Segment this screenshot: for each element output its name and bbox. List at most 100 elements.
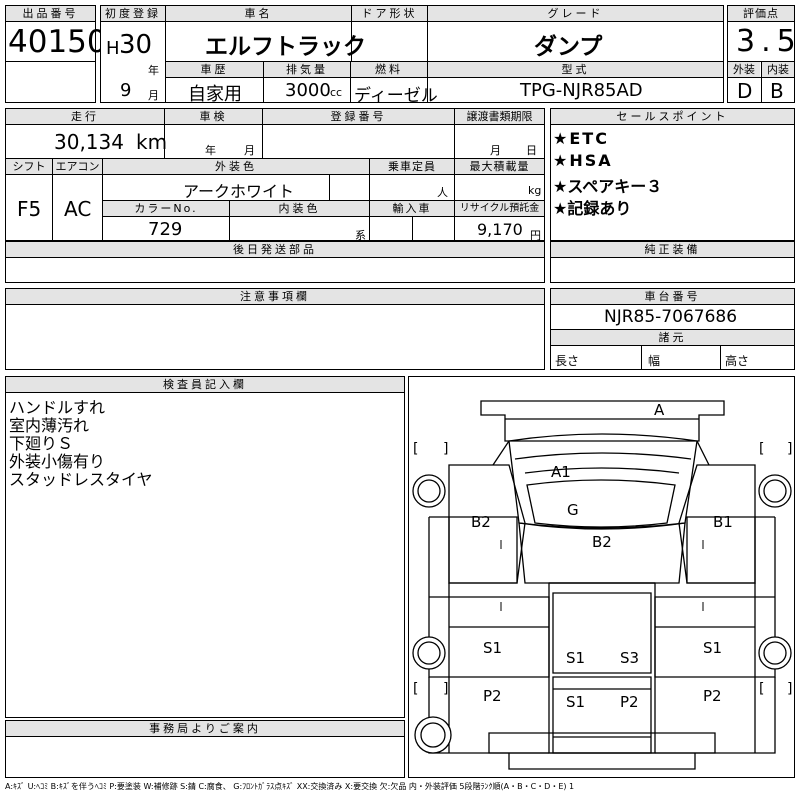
door-label: ドア形状	[352, 6, 427, 21]
recycle-value: 9,170	[477, 220, 523, 239]
cab-roof	[508, 433, 698, 529]
mark-A1: A1	[551, 463, 571, 481]
fuel-label: 燃料	[351, 62, 427, 77]
mark-S1-right: S1	[703, 639, 722, 657]
lot-number: 40150	[8, 24, 107, 60]
registration-year: 30	[119, 30, 153, 60]
score-value: 3.5	[736, 24, 800, 59]
transfer-docs-month: 月	[490, 144, 501, 157]
exterior-color-value: アークホワイト	[183, 182, 295, 201]
svg-text:]: ]	[443, 441, 448, 457]
inspector-line: 室内薄汚れ	[9, 416, 90, 435]
sales-point-item: ★ETC	[553, 129, 609, 148]
mileage-value: 30,134	[54, 130, 124, 154]
fuel-value: ディーゼル	[354, 86, 438, 106]
sales-points-label: セールスポイント	[551, 109, 794, 124]
displacement-unit: cc	[330, 86, 343, 99]
svg-text:[: [	[759, 441, 764, 457]
color-no-value: 729	[148, 219, 183, 240]
mark-B1-right: B1	[713, 513, 733, 531]
dimension-height: 高さ	[725, 354, 750, 368]
later-parts-label: 後日発送部品	[6, 242, 544, 257]
inspector-line: スタッドレスタイヤ	[9, 470, 153, 489]
grade-value: ダンプ	[534, 34, 603, 60]
displacement-label: 排気量	[264, 62, 350, 77]
truck-diagram-svg: [] [] [] [] A A1 G B2 B1 B2 S1 S1 S1 S3 …	[412, 400, 792, 770]
inspector-label: 検査員記入欄	[6, 377, 404, 392]
aircon-label: エアコン	[53, 159, 102, 174]
svg-text:[: [	[759, 681, 764, 697]
svg-text:[: [	[413, 441, 418, 457]
notes-label: 注意事項欄	[6, 289, 544, 304]
inspector-line: ハンドルすれ	[9, 398, 106, 417]
interior-color-unit: 系	[355, 229, 366, 242]
capacity-label: 乗車定員	[370, 159, 454, 174]
dimension-width: 幅	[648, 354, 661, 368]
reg-number-label: 登録番号	[263, 109, 454, 124]
svg-text:[: [	[413, 681, 418, 697]
front-bumper	[480, 400, 725, 442]
transfer-docs-day: 日	[526, 144, 537, 157]
car-name: エルフトラック	[205, 34, 366, 60]
rear-bumper	[488, 732, 716, 754]
chassis-label: 車台番号	[551, 289, 794, 304]
svg-text:]: ]	[787, 441, 792, 457]
dump-bed	[548, 582, 656, 754]
displacement-value: 3000	[285, 80, 331, 101]
mark-B2-center: B2	[592, 533, 612, 551]
color-no-label: カラーNo.	[103, 201, 229, 216]
interior-grade-value: B	[770, 79, 784, 103]
sales-point-item: ★HSA	[553, 151, 613, 170]
history-value: 自家用	[188, 84, 242, 105]
max-load-label: 最大積載量	[455, 159, 544, 174]
mark-A: A	[654, 401, 665, 419]
mileage-unit: km	[136, 130, 168, 154]
exterior-grade-label: 外装	[728, 62, 760, 77]
vehicle-diagram: [] [] [] [] A A1 G B2 B1 B2 S1 S1 S1 S3 …	[408, 376, 795, 778]
svg-text:]: ]	[443, 681, 448, 697]
chassis-number: NJR85-7067686	[604, 307, 738, 327]
grade-label: グレード	[428, 6, 723, 21]
left-door	[448, 516, 518, 584]
shift-value: F5	[17, 197, 42, 221]
max-load-unit: kg	[528, 184, 542, 197]
windshield	[526, 479, 676, 528]
model-value: TPG-NJR85AD	[520, 80, 643, 101]
registration-label: 初度登録	[101, 6, 165, 21]
office-label: 事務局よりご案内	[6, 721, 404, 736]
mark-S1-left: S1	[483, 639, 502, 657]
sales-points-box	[550, 108, 795, 241]
genuine-label: 純正装備	[551, 242, 794, 257]
legend-text: A:ｷｽﾞ U:ﾍｺﾐ B:ｷｽﾞを伴うﾍｺﾐ P:要塗装 W:補修跡 S:錆 …	[5, 782, 575, 791]
exterior-grade-value: D	[737, 79, 753, 103]
score-label: 評価点	[728, 6, 794, 21]
import-label: 輸入車	[370, 201, 454, 216]
inspection-label: 車検	[165, 109, 262, 124]
mark-G: G	[567, 501, 579, 519]
car-name-label: 車名	[166, 6, 351, 21]
exterior-color-label: 外装色	[103, 159, 369, 174]
svg-text:]: ]	[787, 681, 792, 697]
inspection-year-unit: 年	[205, 144, 216, 157]
dimensions-label: 諸元	[551, 330, 794, 345]
interior-grade-label: 内装	[762, 62, 794, 77]
cab-body	[518, 522, 686, 584]
registration-era: H	[106, 38, 120, 59]
inspector-line: 外装小傷有り	[9, 452, 106, 471]
sales-point-item: ★スペアキー３	[553, 177, 663, 196]
mark-P2-right: P2	[703, 687, 722, 705]
transfer-docs-label: 譲渡書類期限	[455, 109, 544, 124]
recycle-unit: 円	[530, 229, 541, 242]
capacity-unit: 人	[437, 186, 448, 199]
sales-point-item: ★記録あり	[553, 199, 632, 218]
mark-S1-center: S1	[566, 649, 585, 667]
dimension-length: 長さ	[555, 354, 580, 368]
mark-S1-bed: S1	[566, 693, 585, 711]
inspection-month-unit: 月	[244, 144, 255, 157]
registration-year-unit: 年	[148, 64, 159, 77]
interior-color-label: 内装色	[230, 201, 369, 216]
recycle-label: リサイクル預託金	[455, 201, 544, 216]
inspector-line: 下廻りＳ	[9, 434, 74, 453]
shift-label: シフト	[6, 159, 52, 174]
registration-month: 9	[120, 80, 132, 101]
